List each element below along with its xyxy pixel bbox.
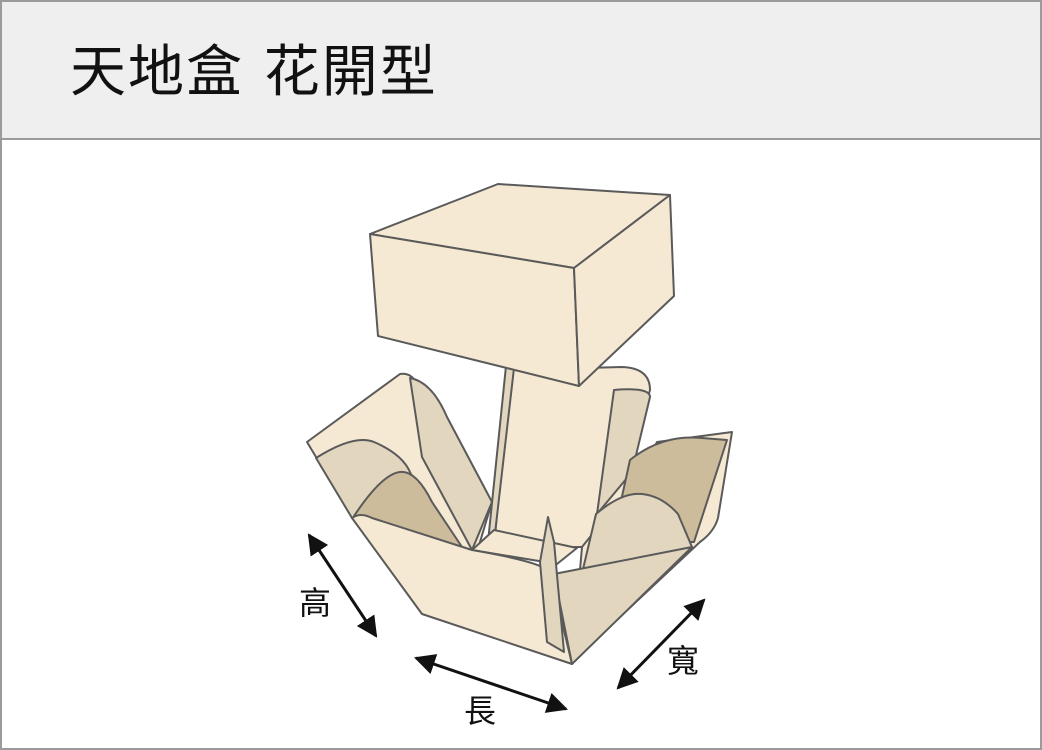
right-flap-curl-mid (579, 492, 693, 583)
page-title: 天地盒 花開型 (70, 40, 438, 105)
header-bar: 天地盒 花開型 (2, 2, 1040, 140)
height-arrow (307, 533, 378, 638)
left-flap-curl-deep (353, 470, 465, 551)
length-label: 長 (464, 692, 496, 730)
left-flap-fold (409, 377, 493, 551)
width-arrow (616, 598, 706, 690)
front-corner-spike (539, 516, 565, 653)
length-arrow (414, 654, 568, 713)
width-label: 寬 (667, 642, 699, 680)
lid-side (573, 194, 675, 387)
height-label: 高 (299, 584, 331, 622)
